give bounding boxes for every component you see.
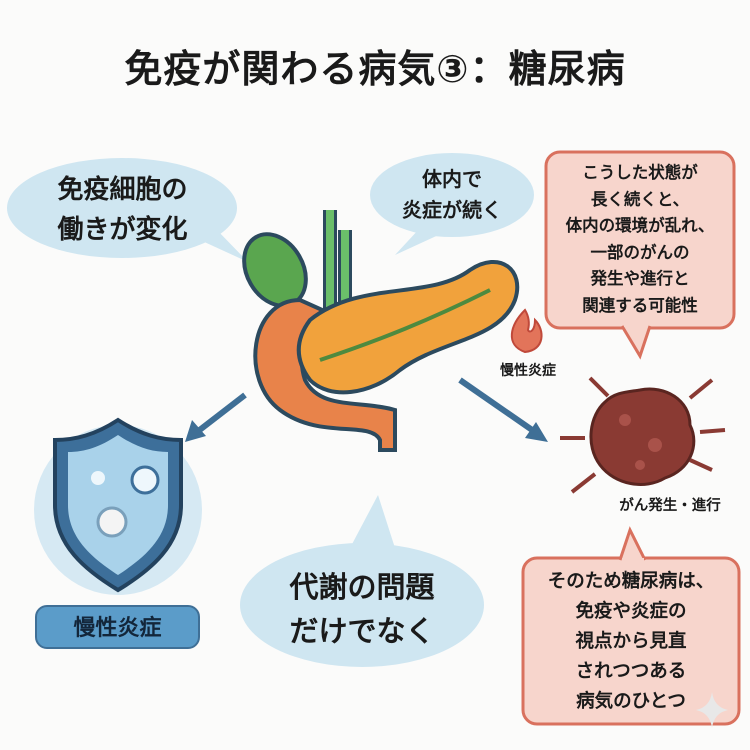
flame-icon [510, 308, 543, 354]
note-line: 体内の環境が乱れ、 [565, 216, 715, 235]
bubble-immune-cells-shape [7, 158, 248, 262]
bubble-line: 炎症が続く [402, 198, 502, 222]
bubble-immune-cells: 免疫細胞の 働きが変化 [15, 170, 230, 250]
flame-label: 慢性炎症 [500, 363, 556, 379]
bubble-inflammation: 体内で 炎症が続く [372, 164, 532, 226]
bubble-line: だけでなく [289, 614, 435, 648]
note-bottom-right-shape [521, 526, 741, 726]
note-line: されつつある [575, 661, 687, 682]
note-line: 病気のひとつ [576, 691, 686, 712]
shield-icon [34, 417, 202, 595]
note-line: 免疫や炎症の [575, 601, 687, 622]
shield-badge: 慢性炎症 [35, 605, 200, 649]
note-line: こうした状態が [582, 163, 698, 182]
bubble-inflammation-shape [370, 153, 534, 255]
pressure-arrows [560, 376, 726, 494]
arrow-to-cancer [458, 377, 548, 442]
note-line: 長く続くと、 [590, 189, 690, 209]
note-line: 視点から見直 [575, 631, 687, 652]
cancer-label: がん発生・進行 [619, 498, 721, 514]
note-line: そのため糖尿病は、 [547, 571, 715, 592]
note-line: 発生や進行と [590, 269, 690, 288]
note-line: 一部のがんの [590, 242, 690, 262]
note-top-right: こうした状態が 長く続くと、 体内の環境が乱れ、 一部のがんの 発生や進行と 関… [548, 160, 732, 319]
bubble-metabolism-shape [240, 495, 484, 667]
arrow-to-shield [185, 392, 247, 442]
page-title: 免疫が関わる病気③：糖尿病 [124, 47, 626, 91]
bubble-line: 働きが変化 [57, 215, 188, 245]
bubble-line: 免疫細胞の [57, 175, 188, 205]
note-bottom-right: そのため糖尿病は、 免疫や炎症の 視点から見直 されつつある 病気のひとつ [525, 567, 737, 717]
note-line: 関連する可能性 [582, 295, 698, 315]
pancreas-illustration [242, 210, 520, 452]
bubble-line: 代謝の問題 [289, 570, 435, 604]
cancer-cell-icon [589, 387, 696, 486]
note-top-right-shape [544, 150, 736, 360]
bubble-line: 体内で [422, 167, 482, 191]
bubble-metabolism: 代謝の問題 だけでなく [246, 565, 478, 653]
sparkle-icon [696, 692, 728, 728]
